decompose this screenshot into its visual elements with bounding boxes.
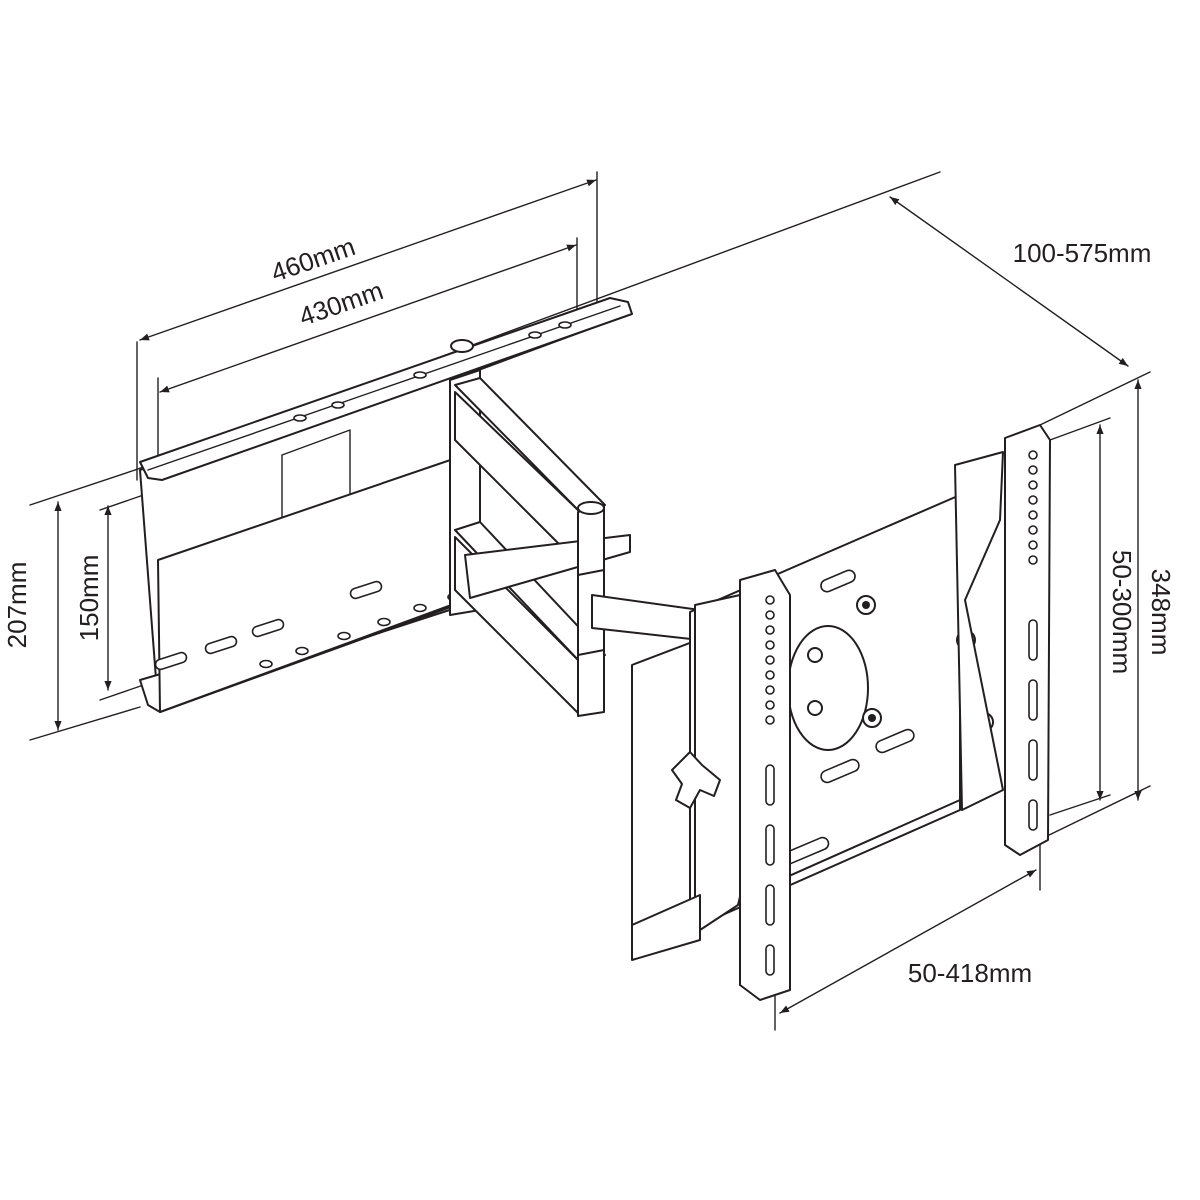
wall-plate-top-holes: [293, 321, 572, 422]
wall-plate-lip-edge: [147, 305, 621, 471]
dim-line-460: [139, 179, 597, 341]
label-430mm: 430mm: [295, 275, 387, 332]
guide-line-right-bottom: [1044, 785, 1151, 838]
wall-plate: [139, 297, 633, 713]
dim-line-100-575: [889, 196, 1129, 367]
tv-bracket: [631, 424, 1051, 1001]
vertical-strip-right: [1004, 424, 1051, 856]
strip-right-holes: [1028, 450, 1038, 831]
vertical-strip-left: [739, 569, 791, 1001]
label-100-575mm: 100-575mm: [1013, 238, 1152, 268]
tilt-plate-right: [954, 451, 1004, 811]
dim-line-430: [159, 244, 577, 393]
locking-latch: [631, 894, 701, 961]
guide-line-right-top: [1039, 371, 1151, 426]
label-348mm: 348mm: [1146, 569, 1176, 656]
label-150mm: 150mm: [74, 555, 104, 642]
tilt-knob-icon: [671, 751, 721, 809]
articulating-arm: [449, 339, 701, 717]
label-50-418mm: 50-418mm: [908, 958, 1032, 988]
ext-line-50-300-top: [1049, 417, 1111, 441]
guide-line-bottom-left: [29, 706, 141, 741]
bracket-center-cutout: [787, 625, 869, 751]
label-50-300mm: 50-300mm: [1107, 550, 1137, 674]
ext-line-50-300-bottom: [1049, 794, 1111, 816]
guide-line-top-left: [29, 469, 136, 506]
middle-pivot-cap: [577, 501, 605, 515]
dim-line-50-418: [779, 869, 1037, 1014]
label-207mm: 207mm: [2, 562, 32, 649]
wall-plate-slots: [154, 580, 383, 671]
wall-plate-top-lip: [139, 297, 633, 481]
connecting-arm: [591, 594, 701, 641]
strip-left-holes: [765, 595, 775, 976]
top-bolt: [450, 339, 474, 353]
